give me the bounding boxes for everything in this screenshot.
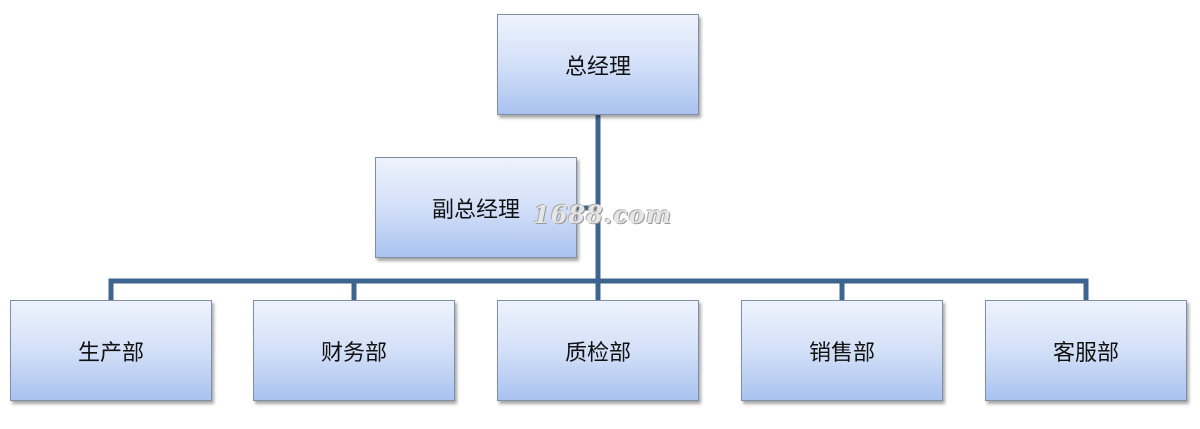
node-label: 销售部 <box>808 340 875 366</box>
node-label: 财务部 <box>320 340 387 366</box>
node-production-dept: 生产部 <box>10 300 212 401</box>
node-quality-dept: 质检部 <box>497 300 699 401</box>
node-general-manager: 总经理 <box>497 14 699 115</box>
node-label: 质检部 <box>564 340 631 366</box>
node-finance-dept: 财务部 <box>253 300 455 401</box>
node-label: 副总经理 <box>431 197 520 223</box>
node-label: 总经理 <box>564 54 631 80</box>
node-label: 客服部 <box>1052 340 1119 366</box>
watermark-text: 1688.com <box>533 200 673 229</box>
node-label: 生产部 <box>77 340 144 366</box>
node-sales-dept: 销售部 <box>741 300 943 401</box>
node-customer-service-dept: 客服部 <box>985 300 1187 401</box>
node-deputy-general-manager: 副总经理 <box>375 157 577 258</box>
